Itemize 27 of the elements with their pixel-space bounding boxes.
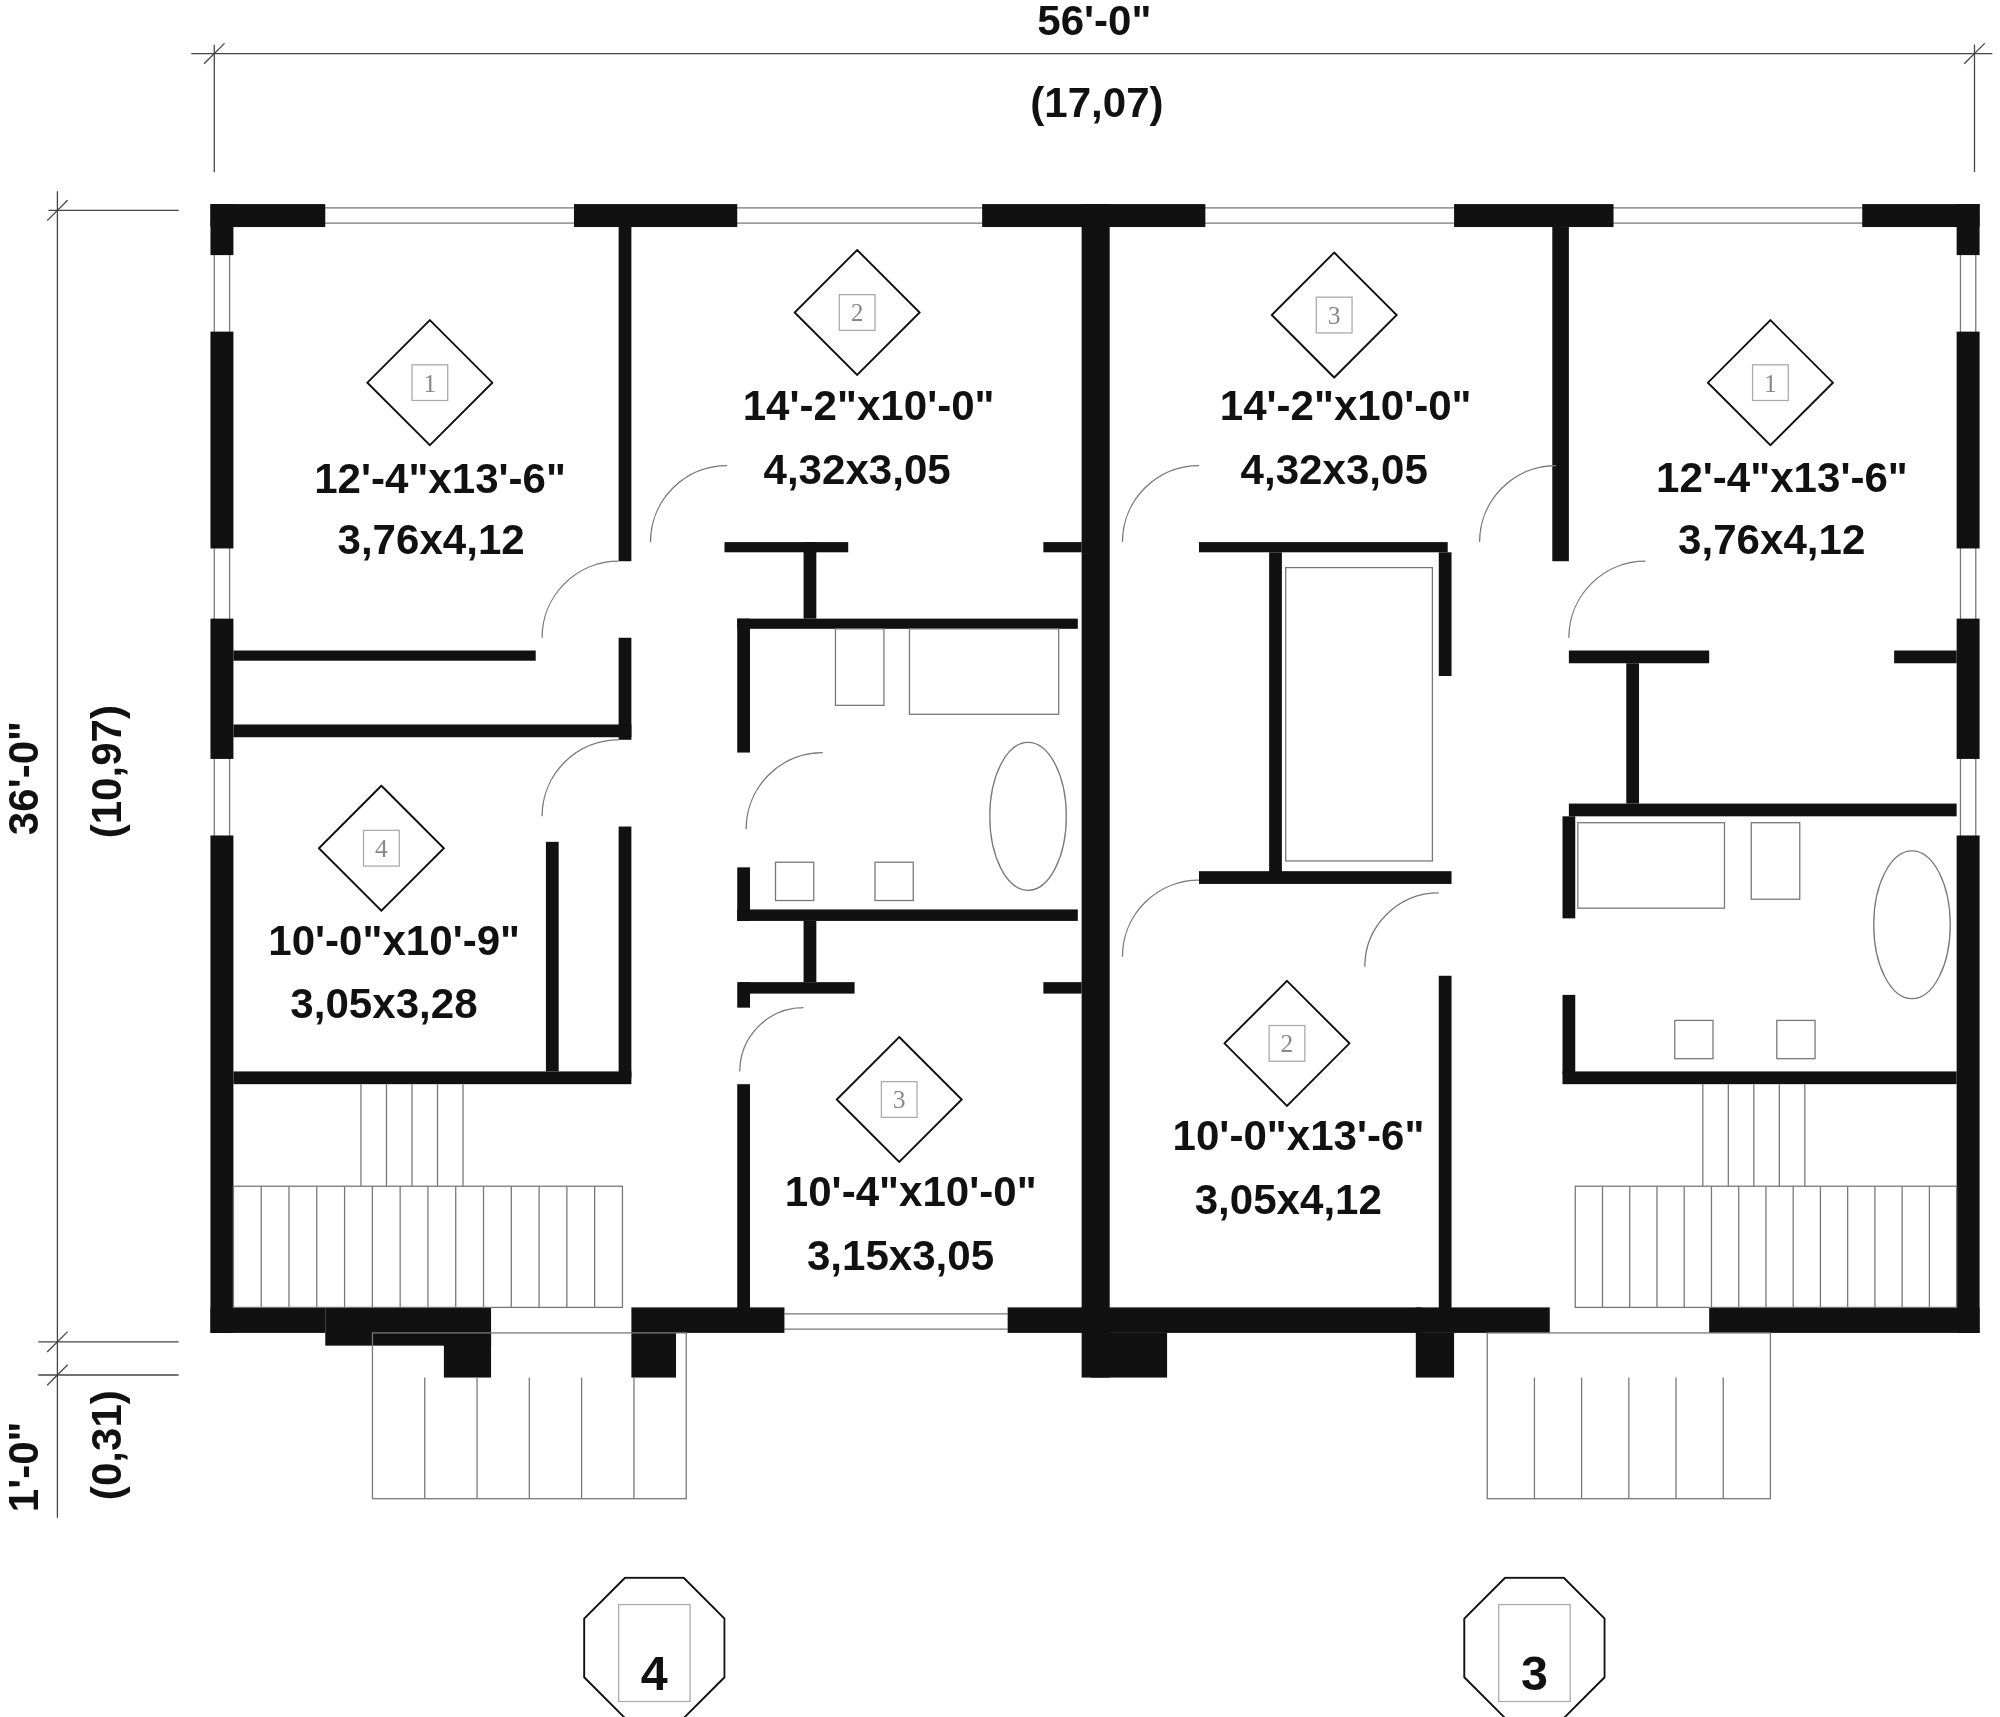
room-tag: 1 — [1706, 318, 1835, 447]
room-dimension: 14'-2"x10'-0" — [1219, 384, 1472, 427]
room-dimension: 3,05x3,28 — [290, 982, 478, 1025]
room-dimension: 3,05x4,12 — [1194, 1177, 1382, 1221]
dimension-text: 1'-0" — [1, 1421, 44, 1513]
room-dimension: 10'-0"x13'-6" — [1172, 1114, 1425, 1157]
room-dimension: 4,32x3,05 — [763, 448, 951, 491]
room-dimension: 4,32x3,05 — [1240, 448, 1428, 491]
dimension-text: (17,07) — [1030, 81, 1164, 124]
elevation-tag: 3 — [1463, 1576, 1606, 1717]
room-tag: 2 — [793, 248, 921, 377]
room-dimension: 3,76x4,12 — [1678, 518, 1866, 561]
elevation-tag: 4 — [582, 1576, 726, 1717]
room-dimension: 12'-4"x13'-6" — [314, 457, 566, 500]
room-dimension: 12'-4"x13'-6" — [1655, 456, 1908, 499]
room-dimension: 14'-2"x10'-0" — [742, 384, 995, 427]
dimension-text: 36'-0" — [1, 720, 44, 836]
room-tag: 2 — [1223, 979, 1351, 1108]
room-tag: 3 — [835, 1035, 963, 1164]
room-dimension: 10'-0"x10'-9" — [268, 919, 521, 962]
room-dimension: 10'-4"x10'-0" — [784, 1170, 1037, 1213]
room-tag: 3 — [1270, 251, 1398, 379]
room-tag: 1 — [366, 318, 494, 447]
room-dimension: 3,15x3,05 — [806, 1234, 995, 1277]
room-dimension: 3,76x4,12 — [337, 518, 525, 561]
dimension-text: 56'-0" — [1037, 0, 1152, 42]
room-tag: 4 — [317, 784, 446, 912]
